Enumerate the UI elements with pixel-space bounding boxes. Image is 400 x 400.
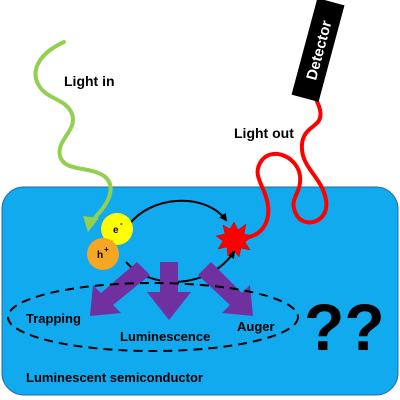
hole-label: h — [97, 250, 103, 261]
light-out-wave — [238, 84, 329, 240]
light-in-label: Light in — [64, 73, 115, 89]
trapping-label: Trapping — [26, 311, 81, 326]
material-label: Luminescent semiconductor — [26, 370, 203, 385]
light-in-wave — [33, 40, 113, 226]
starburst-icon — [215, 221, 254, 258]
question-marks: ?? — [304, 290, 385, 364]
hole-circle — [87, 238, 119, 270]
luminescence-label: Luminescence — [120, 329, 210, 344]
electron-sup: - — [120, 219, 123, 228]
hole-sup: + — [104, 245, 109, 254]
detector-box-icon: Detector — [291, 0, 345, 102]
process-ellipse — [7, 282, 299, 352]
light-out-label: Light out — [234, 125, 294, 141]
electron-circle — [101, 213, 133, 245]
luminescence-arrow — [147, 262, 191, 320]
light-in-arrowhead — [83, 216, 99, 232]
trapping-arrow — [90, 262, 150, 316]
electron-label: e — [113, 225, 119, 236]
excitation-arrow — [127, 199, 228, 227]
auger-label: Auger — [237, 319, 275, 334]
auger-arrow — [198, 262, 253, 316]
